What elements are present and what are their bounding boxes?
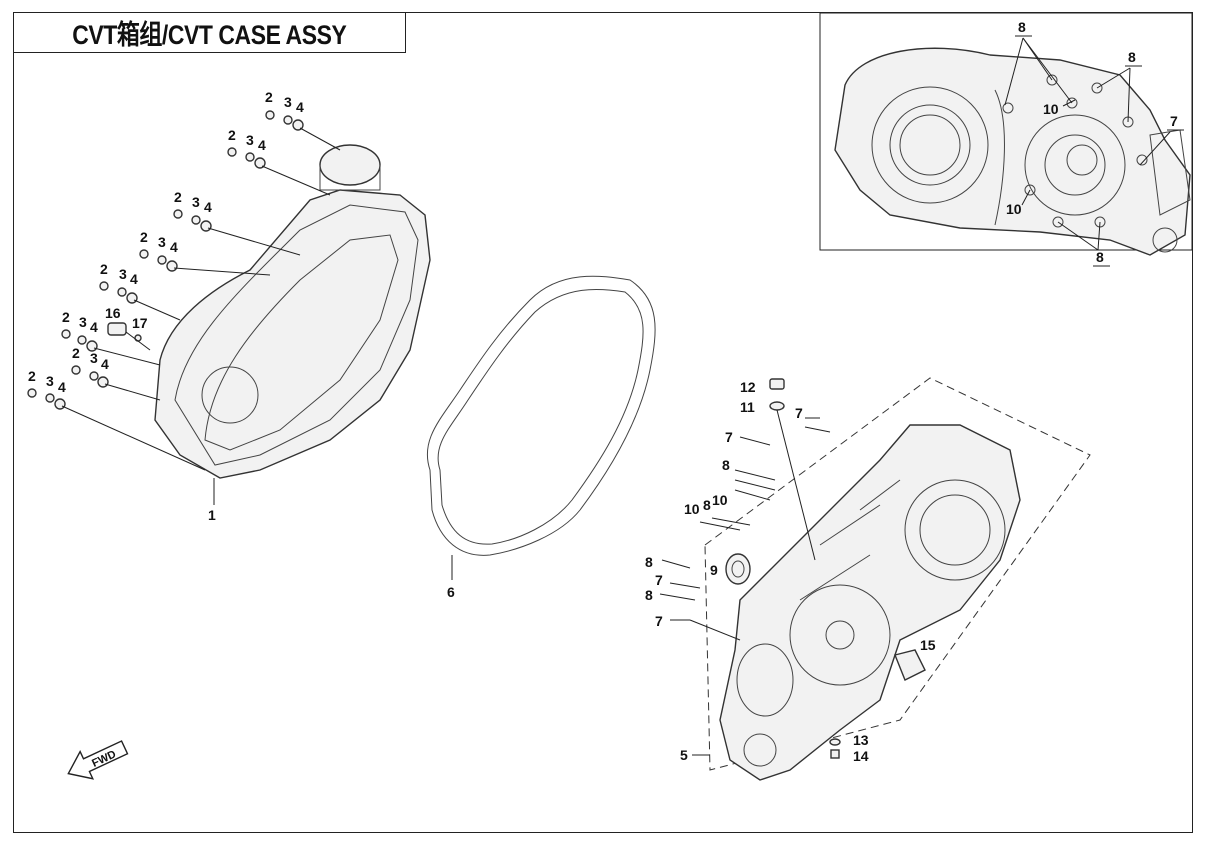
callout-3e: 3: [119, 266, 127, 282]
inset-callout-8a: 8: [1018, 19, 1026, 35]
callout-4a: 4: [296, 99, 304, 115]
callout-1: 1: [208, 507, 216, 523]
inset-case-view: [834, 47, 1191, 256]
callout-3g: 3: [90, 350, 98, 366]
callout-3f: 3: [79, 314, 87, 330]
bolt-stack-4: 2 3 4: [139, 229, 271, 276]
inset-detail-box: [819, 12, 1193, 251]
callout-4c: 4: [204, 199, 212, 215]
cvt-outer-cover: [154, 144, 431, 479]
bolt-stack-1: 2 3 4: [265, 89, 341, 151]
callout-7a: 7: [795, 405, 803, 421]
callout-2f: 2: [62, 309, 70, 325]
callout-6: 6: [447, 584, 455, 600]
inset-callout-7: 7: [1170, 113, 1178, 129]
part-5-leader: 5: [680, 747, 710, 763]
callout-15: 15: [920, 637, 936, 653]
title-box: CVT箱组/CVT CASE ASSY: [13, 12, 406, 53]
callout-8d: 8: [645, 587, 653, 603]
fwd-label: FWD: [90, 748, 118, 769]
callout-2c: 2: [174, 189, 182, 205]
callout-3a: 3: [284, 94, 292, 110]
callout-2h: 2: [28, 368, 36, 384]
callout-4f: 4: [90, 319, 98, 335]
inset-callout-8c: 8: [1096, 249, 1104, 265]
inset-callout-10a: 10: [1043, 101, 1059, 117]
vent-fitting: 16 17: [105, 305, 151, 351]
callout-3h: 3: [46, 373, 54, 389]
gasket: 6: [426, 275, 656, 600]
fwd-arrow-icon: FWD: [67, 740, 129, 780]
callout-10a: 10: [684, 501, 700, 517]
callout-2e: 2: [100, 261, 108, 277]
callout-3b: 3: [246, 132, 254, 148]
bolt-stack-5: 2 3 4: [99, 261, 181, 321]
callout-11: 11: [740, 399, 755, 415]
callout-4d: 4: [170, 239, 178, 255]
callout-17: 17: [132, 315, 148, 331]
callout-8c: 8: [645, 554, 653, 570]
bolt-stack-8: 2 3 4: [27, 368, 206, 471]
case-bolts: 7 7 8 10 8 10 8 7 8 7: [645, 405, 831, 641]
callout-10b: 10: [712, 492, 728, 508]
callout-3d: 3: [158, 234, 166, 250]
callout-8b: 8: [703, 497, 711, 513]
callout-4e: 4: [130, 271, 138, 287]
callout-14: 14: [853, 748, 869, 764]
bolt-stack-7: 2 3 4: [71, 345, 161, 401]
callout-13: 13: [853, 732, 869, 748]
part-1-leader: 1: [208, 478, 216, 523]
callout-7c: 7: [655, 572, 663, 588]
callout-7b: 7: [725, 429, 733, 445]
shift-guard: 15: [894, 637, 936, 681]
drain-bolt-washer: 13 14: [829, 732, 869, 764]
cvt-inner-case: [704, 377, 1091, 781]
callout-2g: 2: [72, 345, 80, 361]
diagram-frame: [13, 12, 1193, 833]
bolt-stack-6: 2 3 4: [61, 309, 161, 366]
callout-4h: 4: [58, 379, 66, 395]
drain-plug: 12 11: [740, 378, 816, 561]
inset-callouts: 8 8 10 10 7 8: [1004, 19, 1184, 267]
callout-2a: 2: [265, 89, 273, 105]
callout-4g: 4: [101, 356, 109, 372]
callout-8a: 8: [722, 457, 730, 473]
bolt-stack-2: 2 3 4: [227, 127, 331, 196]
callout-2b: 2: [228, 127, 236, 143]
callout-4b: 4: [258, 137, 266, 153]
callout-12: 12: [740, 379, 756, 395]
page-title: CVT箱组/CVT CASE ASSY: [71, 19, 347, 50]
callout-5: 5: [680, 747, 688, 763]
inset-callout-10b: 10: [1006, 201, 1022, 217]
inset-callout-8b: 8: [1128, 49, 1136, 65]
callout-2d: 2: [140, 229, 148, 245]
callout-16: 16: [105, 305, 121, 321]
callout-9: 9: [710, 562, 718, 578]
callout-7d: 7: [655, 613, 663, 629]
callout-3c: 3: [192, 194, 200, 210]
bolt-stack-3: 2 3 4: [173, 189, 301, 256]
bearing-seal: 9: [710, 553, 751, 585]
